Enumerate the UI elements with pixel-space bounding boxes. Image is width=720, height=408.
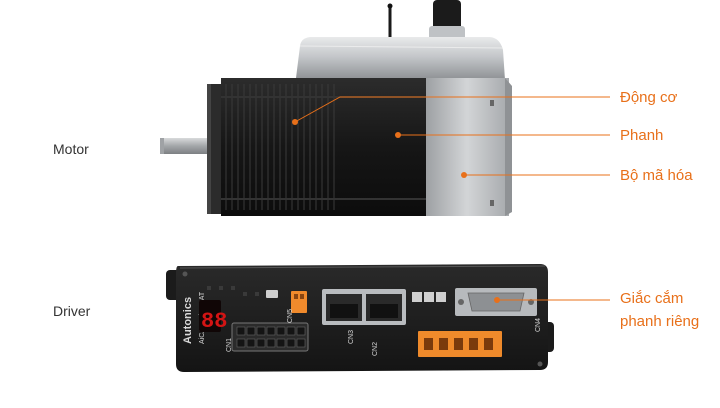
callout-dot-motor-body [292, 119, 298, 125]
motor-body [221, 78, 426, 216]
callout-brake: Phanh [620, 127, 664, 144]
callout-brake-connector-line1: Giắc cắm [620, 290, 684, 307]
callout-dot-encoder [461, 172, 467, 178]
cn2-label: CN2 [372, 342, 379, 356]
callout-brake-connector-line2: phanh riêng [620, 313, 700, 330]
callout-dot-brake [395, 132, 401, 138]
cn5-label: CN5 [287, 309, 294, 323]
callout-dot-brake-connector [494, 297, 500, 303]
motor-shaft [160, 138, 220, 154]
seven-segment-display [199, 300, 221, 332]
driver-brand: Autonics [182, 297, 194, 344]
callout-line-motor-body [294, 96, 610, 123]
usb-port [266, 290, 278, 298]
encoder-housing-top [296, 37, 505, 80]
motor-fins [225, 84, 335, 210]
cn1-label: CN1 [226, 338, 233, 352]
servo-motor [160, 0, 512, 216]
motor-label: Motor [53, 141, 89, 157]
cn3-label: CN3 [348, 330, 355, 344]
callout-motor-body: Động cơ [620, 89, 678, 106]
driver-model: AiCA [199, 328, 206, 344]
servo-driver: Autonics AiCA EtherCAT 88 CN1 [166, 264, 554, 372]
encoder-cover [425, 78, 509, 216]
cn4-label: CN4 [535, 318, 542, 332]
callout-encoder: Bộ mã hóa [620, 167, 693, 184]
driver-label: Driver [53, 303, 91, 319]
motor-callout-lines [294, 96, 610, 176]
callout-brake-connector: Giắc cắm phanh riêng [620, 287, 699, 333]
display-readout: 88 [201, 309, 227, 334]
